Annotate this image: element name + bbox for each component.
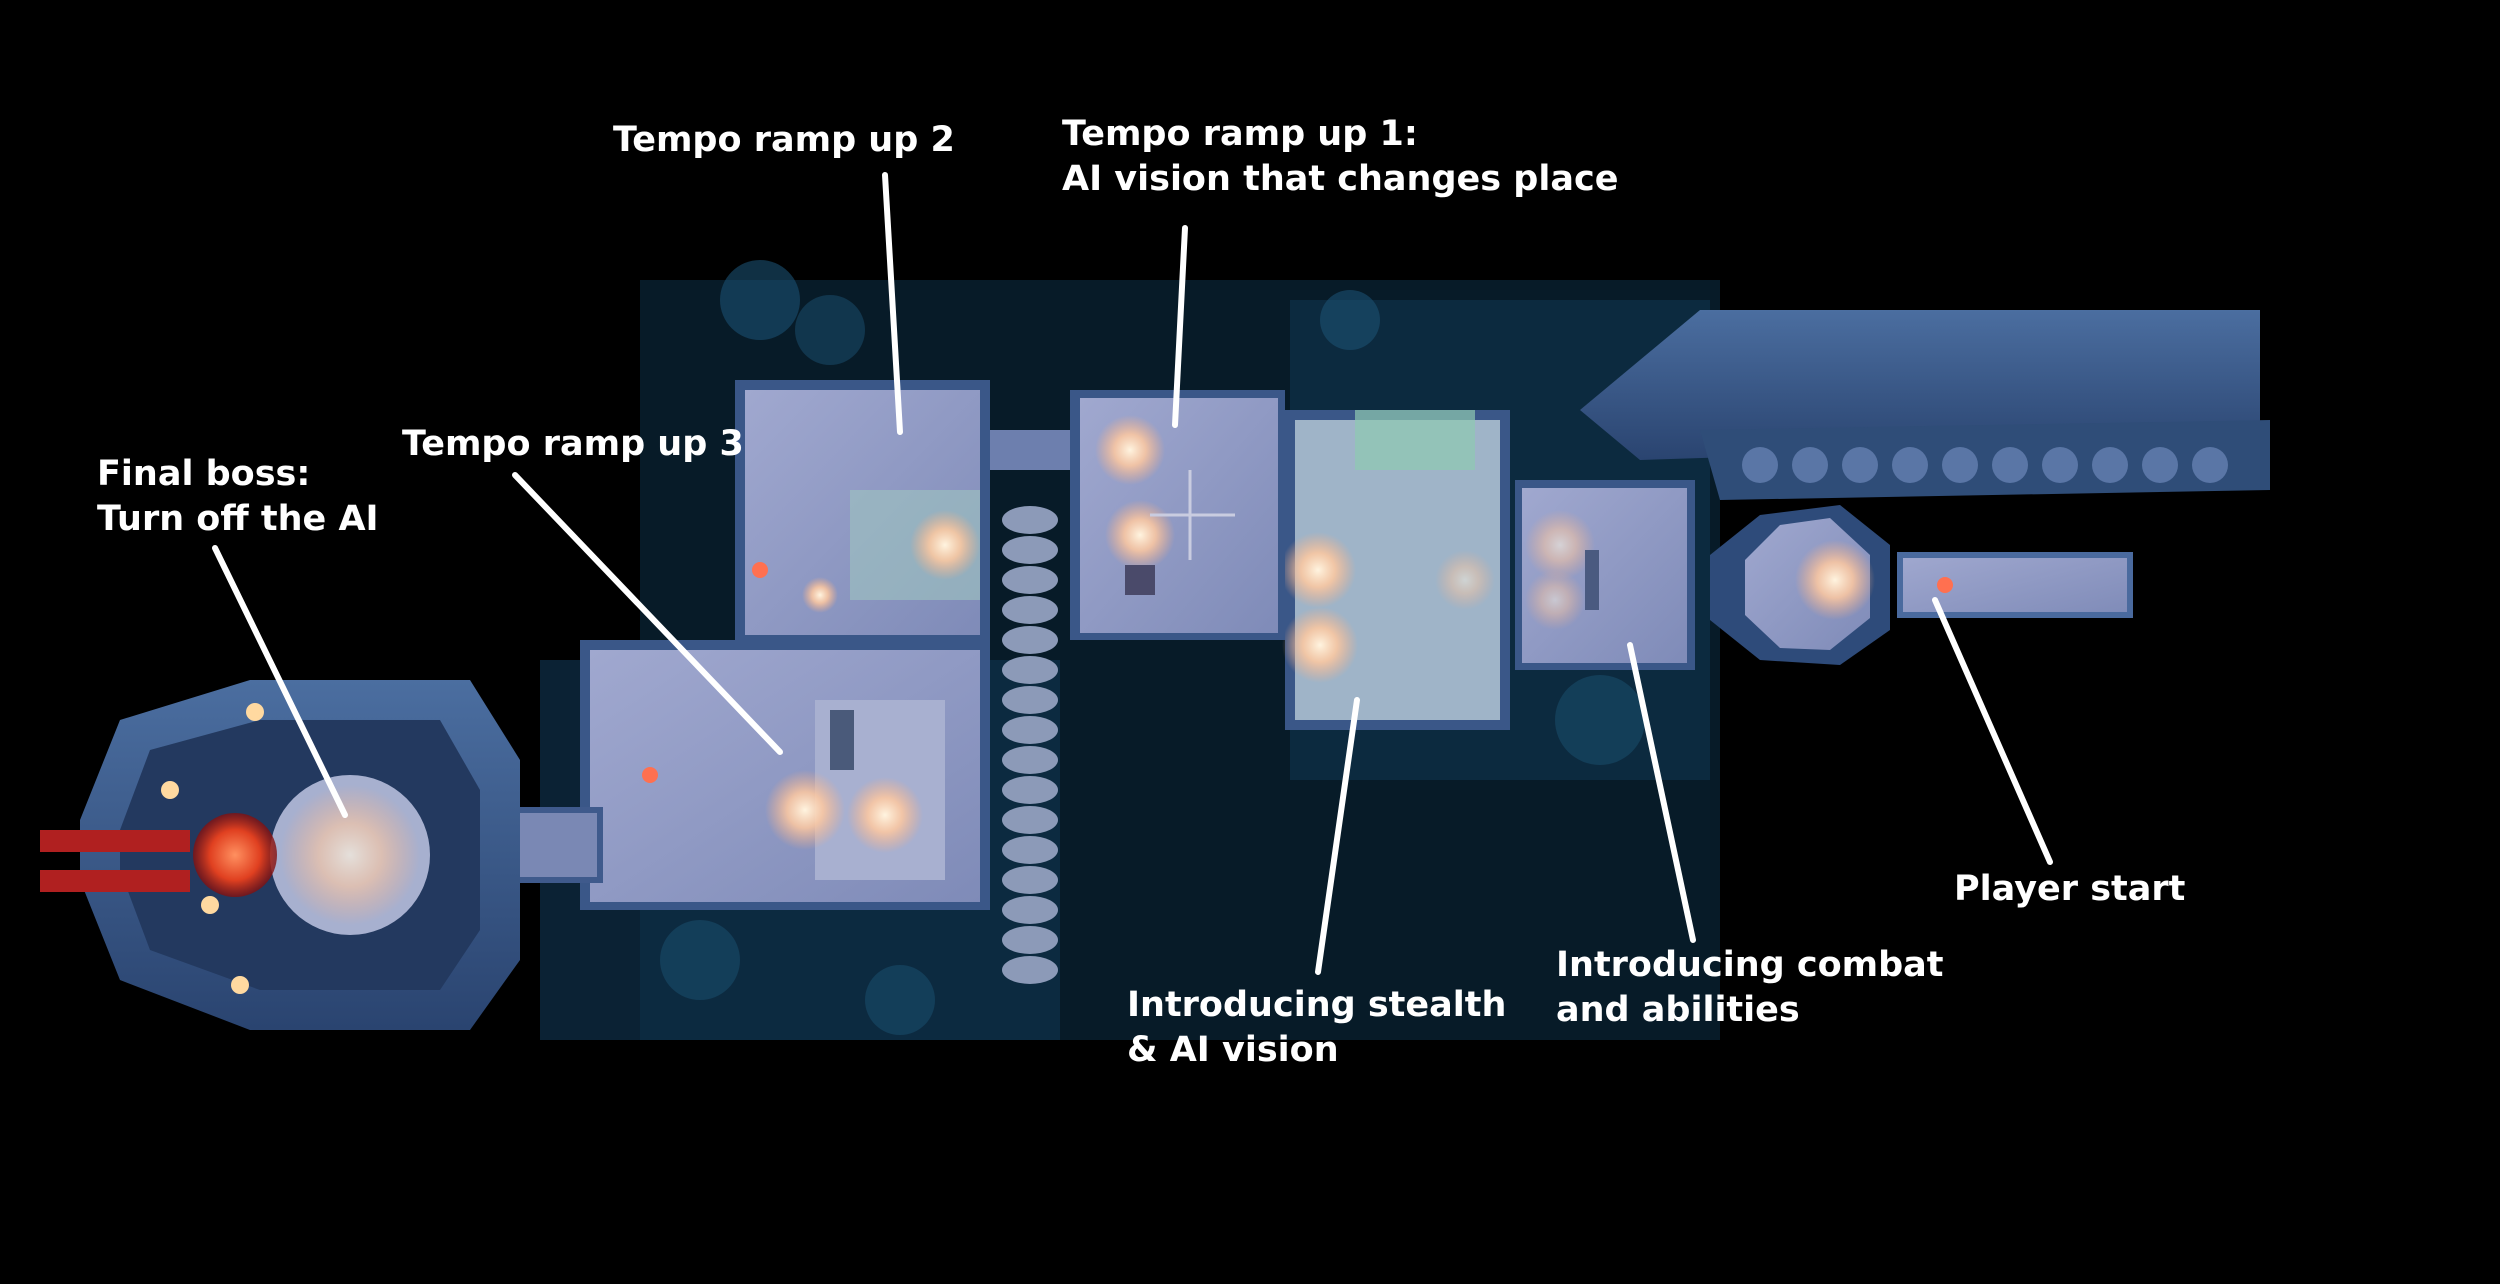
label-line: Final boss: — [97, 454, 311, 494]
label-tempo-ramp-up-1: Tempo ramp up 1: AI vision that changes … — [1062, 112, 1618, 202]
label-line: AI vision that changes place — [1062, 159, 1619, 199]
label-line: and abilities — [1556, 990, 1800, 1030]
player-start-area — [1710, 505, 2133, 665]
room-tempo-3 — [580, 640, 990, 910]
corridor-upper — [990, 430, 1070, 470]
room-stealth — [1280, 410, 1510, 730]
label-final-boss: Final boss: Turn off the AI — [97, 452, 379, 542]
label-introducing-combat: Introducing combat and abilities — [1556, 943, 1944, 1033]
room-tempo-1 — [1070, 390, 1285, 640]
label-tempo-ramp-up-2: Tempo ramp up 2 — [613, 118, 955, 163]
label-line: & AI vision — [1127, 1030, 1339, 1070]
room-combat — [1515, 480, 1695, 670]
label-line: Tempo ramp up 2 — [613, 120, 955, 160]
label-line: Tempo ramp up 1: — [1062, 114, 1418, 154]
label-line: Introducing combat — [1556, 945, 1944, 985]
room-tempo-2 — [735, 380, 990, 645]
label-introducing-stealth: Introducing stealth & AI vision — [1127, 983, 1506, 1073]
pillar-stack — [1002, 506, 1058, 984]
rear-hull-section — [1580, 310, 2270, 500]
label-line: Turn off the AI — [97, 499, 379, 539]
label-line: Introducing stealth — [1127, 985, 1507, 1025]
label-line: Player start — [1954, 869, 2186, 909]
label-line: Tempo ramp up 3 — [402, 424, 744, 464]
room-final-boss — [40, 680, 520, 1030]
label-tempo-ramp-up-3: Tempo ramp up 3 — [402, 422, 744, 467]
label-player-start: Player start — [1954, 867, 2185, 912]
